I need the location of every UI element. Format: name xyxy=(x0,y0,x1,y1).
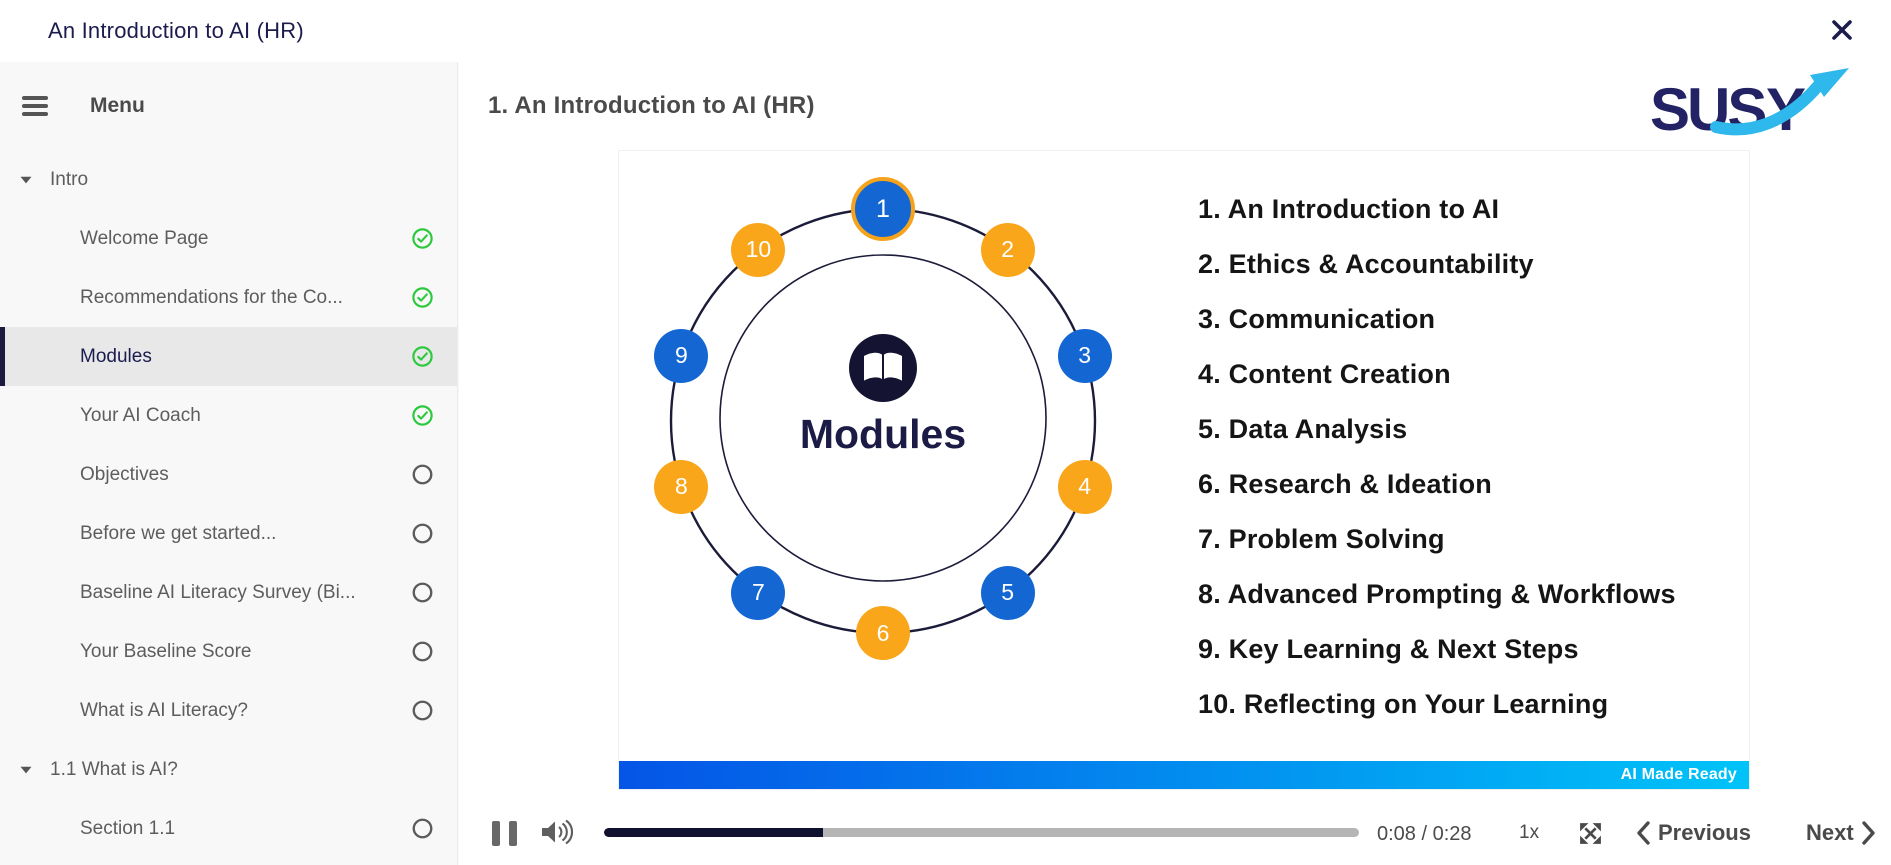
pause-icon xyxy=(491,820,500,846)
open-book-icon xyxy=(849,334,917,402)
module-list-item-5: 5. Data Analysis xyxy=(1198,414,1408,444)
check-circle-icon xyxy=(412,346,433,367)
next-button[interactable]: Next xyxy=(1806,816,1877,850)
chevron-down-icon xyxy=(20,766,32,773)
banner-bar: AI Made Ready xyxy=(619,761,1749,789)
banner-label: AI Made Ready xyxy=(1620,766,1737,783)
diagram-node-8: 8 xyxy=(654,459,709,514)
previous-button[interactable]: Previous xyxy=(1635,816,1751,850)
nav-item-label: Baseline AI Literacy Survey (Bi... xyxy=(80,581,356,603)
incomplete-circle-icon xyxy=(412,818,433,839)
incomplete-circle-icon xyxy=(412,582,433,603)
nav-item-label: Welcome Page xyxy=(80,227,209,249)
nav-section-label: 1.1 What is AI? xyxy=(50,758,178,780)
module-list-item-2: 2. Ethics & Accountability xyxy=(1198,249,1534,279)
nav-item-your-baseline-score[interactable]: Your Baseline Score xyxy=(0,622,457,681)
diagram-node-3: 3 xyxy=(1057,328,1112,383)
time-display: 0:08 / 0:28 xyxy=(1377,823,1472,845)
modules-diagram: Modules xyxy=(669,207,1097,635)
nav-item-objectives[interactable]: Objectives xyxy=(0,445,457,504)
next-label: Next xyxy=(1806,820,1854,845)
volume-button[interactable] xyxy=(539,817,577,847)
module-list-item-6: 6. Research & Ideation xyxy=(1198,469,1493,499)
diagram-node-1: 1 xyxy=(851,177,915,241)
progress-bar[interactable] xyxy=(604,828,1359,837)
check-circle-icon xyxy=(412,228,433,249)
module-list-item-7: 7. Problem Solving xyxy=(1198,524,1445,554)
incomplete-circle-icon xyxy=(412,700,433,721)
chevron-right-icon xyxy=(1861,821,1875,845)
close-icon xyxy=(1832,20,1852,40)
nav-item-recommendations-for-the-co[interactable]: Recommendations for the Co... xyxy=(0,268,457,327)
nav-item-label: Before we get started... xyxy=(80,522,277,544)
logo-swoosh-arrow-icon xyxy=(1710,68,1849,136)
incomplete-circle-icon xyxy=(412,464,433,485)
slide-heading: 1. An Introduction to AI (HR) xyxy=(488,92,815,119)
check-circle-icon xyxy=(412,287,433,308)
module-list-item-4: 4. Content Creation xyxy=(1198,359,1451,389)
nav-item-label: Modules xyxy=(80,345,152,367)
incomplete-circle-icon xyxy=(412,523,433,544)
nav-item-before-we-get-started[interactable]: Before we get started... xyxy=(0,504,457,563)
module-list-item-10: 10. Reflecting on Your Learning xyxy=(1198,689,1609,719)
previous-label: Previous xyxy=(1658,820,1751,845)
nav-item-label: Objectives xyxy=(80,463,169,485)
nav-item-section-1-1[interactable]: Section 1.1 xyxy=(0,799,457,858)
module-list-item-8: 8. Advanced Prompting & Workflows xyxy=(1198,579,1676,609)
fullscreen-button[interactable] xyxy=(1576,819,1604,847)
nav-item-label: Your AI Coach xyxy=(80,404,201,426)
diagram-center-label: Modules xyxy=(800,411,966,457)
playback-speed-button[interactable]: 1x xyxy=(1519,822,1540,843)
diagram-node-7: 7 xyxy=(731,565,786,620)
chevron-down-icon xyxy=(20,176,32,183)
module-list-item-9: 9. Key Learning & Next Steps xyxy=(1198,634,1579,664)
diagram-node-4: 4 xyxy=(1057,459,1112,514)
volume-icon xyxy=(542,819,573,845)
nav-item-baseline-ai-literacy-survey-bi[interactable]: Baseline AI Literacy Survey (Bi... xyxy=(0,563,457,622)
nav-item-what-is-ai-literacy[interactable]: What is AI Literacy? xyxy=(0,681,457,740)
course-title: An Introduction to AI (HR) xyxy=(48,18,304,43)
hamburger-icon xyxy=(22,96,48,100)
hamburger-menu-button[interactable] xyxy=(22,94,52,118)
main-content: 1. An Introduction to AI (HR) SUS Y Modu… xyxy=(459,62,1891,865)
module-list-item-1: 1. An Introduction to AI xyxy=(1198,194,1500,224)
module-list: 1. An Introduction to AI 2. Ethics & Acco… xyxy=(1198,182,1743,732)
diagram-node-9: 9 xyxy=(654,328,709,383)
menu-label: Menu xyxy=(90,94,145,117)
pause-button[interactable] xyxy=(490,819,518,847)
nav-section-label: Intro xyxy=(50,168,89,190)
progress-fill xyxy=(604,828,823,837)
nav-item-label: Your Baseline Score xyxy=(80,640,252,662)
nav-item-modules[interactable]: Modules xyxy=(0,327,457,386)
nav-item-label: Recommendations for the Co... xyxy=(80,286,343,308)
susy-logo: SUS Y xyxy=(1650,68,1849,143)
nav-section-intro[interactable]: Intro xyxy=(0,150,457,209)
top-bar: An Introduction to AI (HR) xyxy=(0,0,1891,62)
diagram-node-2: 2 xyxy=(980,222,1035,277)
diagram-node-10: 10 xyxy=(731,222,786,277)
nav-section-1-1-what-is-ai[interactable]: 1.1 What is AI? xyxy=(0,740,457,799)
check-circle-icon xyxy=(412,405,433,426)
nav-item-label: Section 1.1 xyxy=(80,817,176,839)
nav-item-your-ai-coach[interactable]: Your AI Coach xyxy=(0,386,457,445)
incomplete-circle-icon xyxy=(412,641,433,662)
menu-header: Menu xyxy=(0,62,457,150)
chevron-left-icon xyxy=(1637,821,1650,845)
diagram-node-5: 5 xyxy=(980,565,1035,620)
module-list-item-3: 3. Communication xyxy=(1198,304,1436,334)
nav-item-label: What is AI Literacy? xyxy=(80,699,248,721)
diagram-node-6: 6 xyxy=(856,606,910,660)
nav-item-welcome-page[interactable]: Welcome Page xyxy=(0,209,457,268)
fullscreen-icon xyxy=(1579,822,1601,844)
close-button[interactable] xyxy=(1825,13,1859,47)
